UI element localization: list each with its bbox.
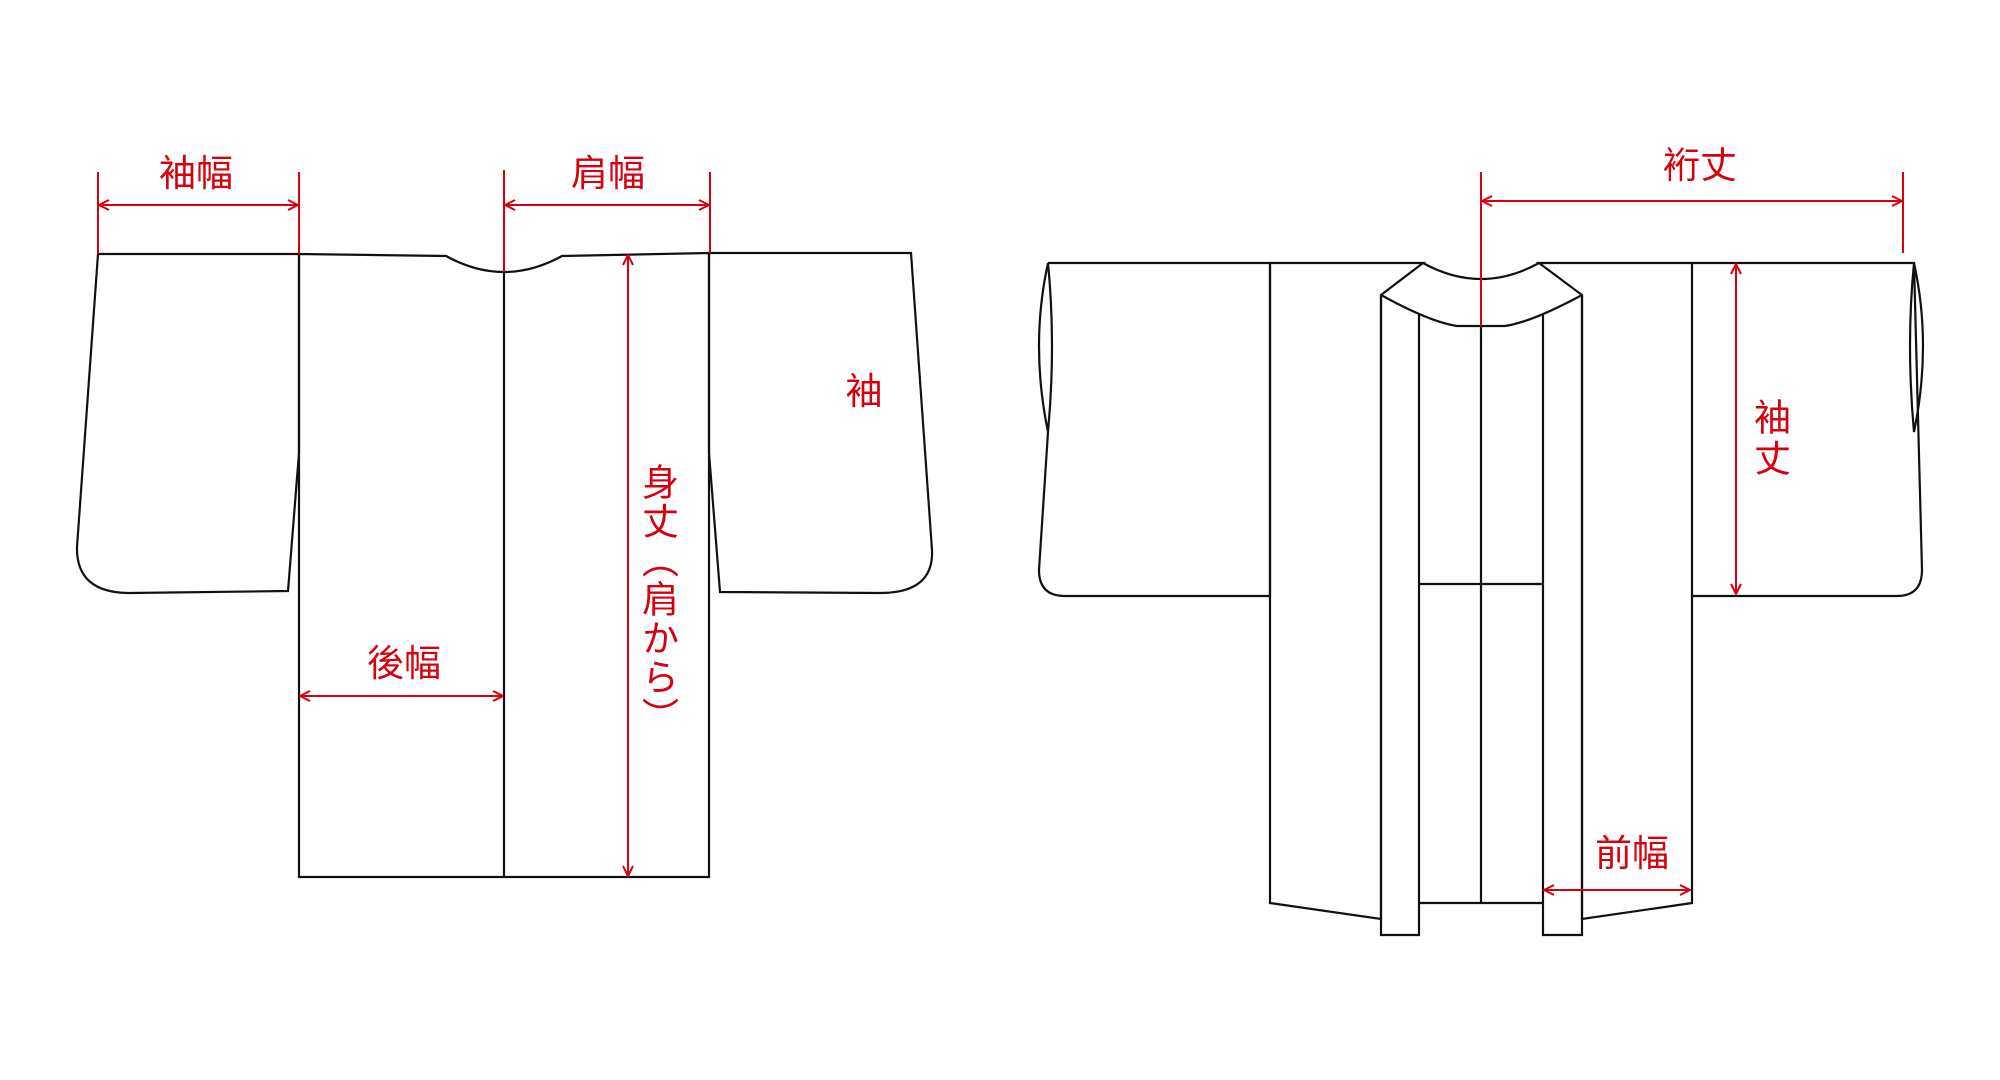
collar-band-right [1541,295,1584,937]
label-back-width: 後幅 [367,642,441,685]
front-view-garment [1037,261,1925,937]
label-sleeve-length: 袖丈 [1748,398,1791,480]
back-right-sleeve [707,251,934,595]
front-left-sleeve-opening [1037,262,1054,433]
label-sleeve: 袖 [846,370,883,413]
back-left-sleeve [75,252,301,595]
label-yuki-length: 裄丈 [1663,144,1737,187]
back-body [297,251,711,879]
front-left-sleeve [1037,261,1272,598]
label-sleeve-width: 袖幅 [159,152,233,195]
back-view-labels: 袖幅 肩幅 袖 後幅 身丈（肩から） [159,152,883,736]
label-front-width: 前幅 [1595,832,1669,875]
front-right-sleeve-opening [1908,262,1925,433]
label-shoulder-width: 肩幅 [571,152,645,195]
collar-band-left [1379,295,1421,937]
front-right-sleeve [1692,261,1924,598]
front-view-labels: 裄丈 袖丈 前幅 [1595,144,1791,875]
front-right-body [1535,261,1694,921]
back-view-garment [75,251,934,879]
back-view-dimensions [97,170,711,876]
label-body-length: 身丈（肩から） [636,463,680,736]
front-left-body [1268,261,1427,921]
front-view-dimensions [1480,172,1904,890]
